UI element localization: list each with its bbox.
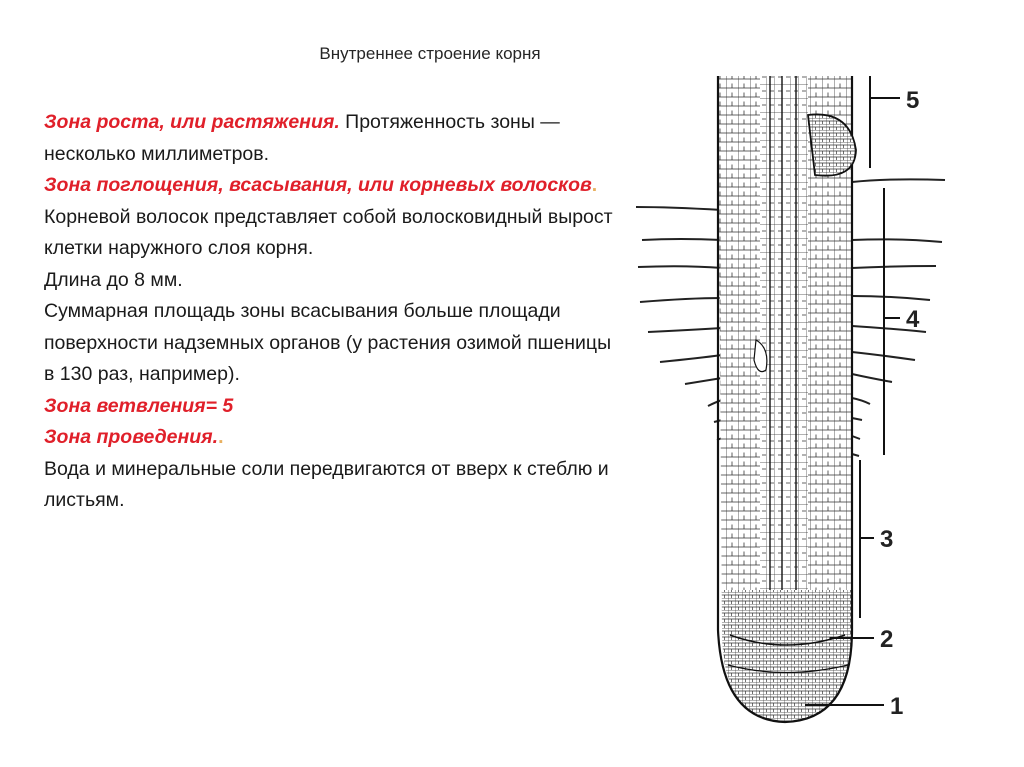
root-structure-figure: 5 4 3 2 1 [630,70,1024,730]
zone-label-5: 5 [906,87,919,114]
root-hairs-right [851,178,946,457]
lateral-root-primordium [753,113,857,373]
highlight-absorption-zone: Зона поглощения, всасывания, или корневы… [44,174,592,196]
zone-label-4: 4 [906,306,920,333]
zone-label-2: 2 [880,626,893,653]
paragraph-absorption-zone: Зона поглощения, всасывания, или корневы… [44,170,624,202]
dot-conduction-zone: . [218,426,224,448]
root-illustration: 5 4 3 2 1 [635,76,946,724]
zone-label-3: 3 [880,526,893,553]
paragraph-growth-zone: Зона роста, или растяжения. Протяженност… [44,107,624,170]
root-body [718,76,852,722]
paragraph-branching-zone: Зона ветвления= 5 [44,391,624,423]
highlight-conduction-zone: Зона проведения. [44,426,219,448]
highlight-branching-zone: Зона ветвления= 5 [44,394,234,417]
paragraph-water: Вода и минеральные соли передвигаются от… [44,457,609,512]
root-hairs-left [635,206,723,441]
dot-absorption-zone: . [591,174,598,196]
paragraph-conduction-zone: Зона проведения.. [44,422,624,454]
slide-title: Внутреннее строение корня [319,44,541,63]
paragraph-length: Длина до 8 мм. [44,268,183,291]
root-outline [716,76,854,724]
paragraph-area: Суммарная площадь зоны всасывания больше… [44,300,612,385]
zone-brackets [805,76,900,706]
text-block: Зона роста, или растяжения. Протяженност… [44,107,624,517]
paragraph-root-hair: Корневой волосок представляет собой воло… [44,205,613,260]
text-growth-zone: Протяженность зоны — несколько миллиметр… [44,111,560,165]
highlight-growth-zone: Зона роста, или растяжения. [44,111,340,133]
zone-label-1: 1 [890,693,903,720]
